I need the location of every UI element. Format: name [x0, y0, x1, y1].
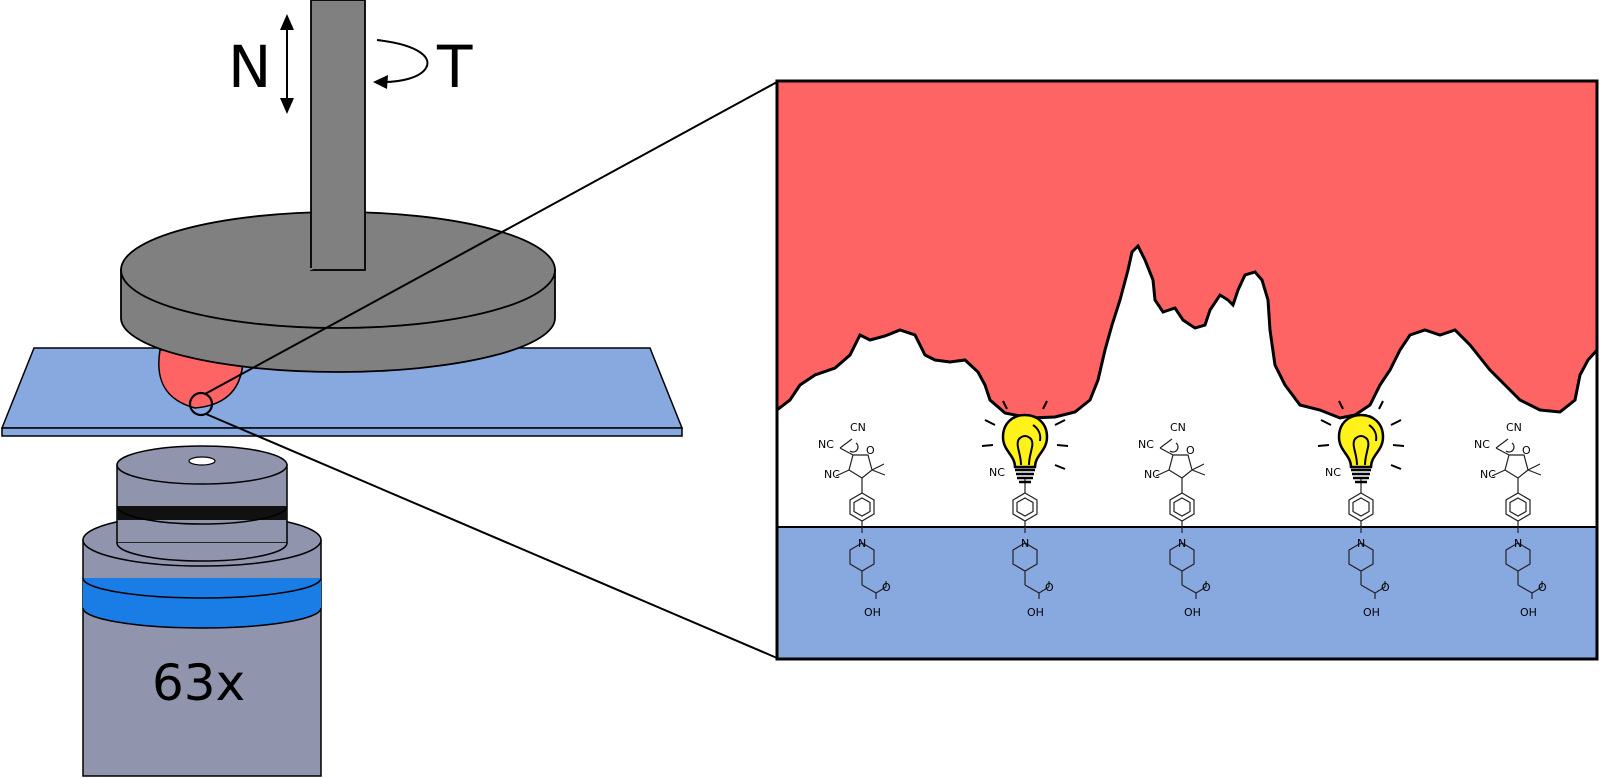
cyano-label: NC [1144, 468, 1160, 481]
cyano-label: NC [818, 438, 834, 451]
nitrogen-label: N [1178, 537, 1186, 550]
cyano-label-partial: NC [1325, 466, 1341, 479]
zoom-circle [188, 391, 214, 417]
rotation-arrow-icon [373, 39, 429, 89]
molecule-layer: NOOHONCCNNCNOOHNCNOOHONCCNNCNOOHNCNOOHON… [818, 399, 1547, 619]
oxygen-label: O [1381, 581, 1390, 594]
zoom-line-bottom [205, 413, 778, 659]
glass-slide-edge [1, 427, 683, 437]
objective-magnification: 63x [152, 654, 245, 712]
double-arrow-icon [280, 14, 294, 114]
cyano-label: NC [824, 468, 840, 481]
oxygen-label: O [1538, 581, 1547, 594]
cyano-label: CN [1506, 421, 1522, 434]
nitrogen-label: N [858, 537, 866, 550]
nitrogen-label: N [1021, 537, 1029, 550]
hydroxyl-label: OH [1363, 606, 1380, 619]
cyano-label: CN [850, 421, 866, 434]
hydroxyl-label: OH [1184, 606, 1201, 619]
zoom-line-top [204, 81, 778, 395]
oxygen-label: O [1045, 581, 1054, 594]
label-normal-force: N [228, 33, 271, 101]
glass-substrate [777, 527, 1597, 659]
oxygen-label: O [882, 581, 891, 594]
objective-lens [188, 456, 216, 466]
cyano-label: NC [1480, 468, 1496, 481]
nitrogen-label: N [1357, 537, 1365, 550]
cyano-label: NC [1474, 438, 1490, 451]
fluorescent-molecule: N OOH NC [1316, 399, 1406, 619]
label-torque: T [436, 33, 473, 101]
rubber-surface [775, 79, 1599, 420]
nitrogen-label: N [1514, 537, 1522, 550]
hydroxyl-label: OH [864, 606, 881, 619]
cyano-label: NC [1138, 438, 1154, 451]
oxygen-label: O [1202, 581, 1211, 594]
furan-oxygen-label: O [1186, 444, 1195, 457]
shaft [310, 0, 366, 271]
fluorescent-molecule: N OOH NC [980, 399, 1070, 619]
cyano-label: CN [1170, 421, 1186, 434]
furan-oxygen-label: O [866, 444, 875, 457]
furan-oxygen-label: O [1522, 444, 1531, 457]
hydroxyl-label: OH [1520, 606, 1537, 619]
setup-illustration: N T 63x [0, 0, 684, 777]
microscope-objective: 63x [82, 445, 322, 777]
panel-frame [775, 79, 1599, 661]
cyano-label-partial: NC [989, 466, 1005, 479]
hydroxyl-label: OH [1027, 606, 1044, 619]
contact-magnification-panel: NOOHONCCNNCNOOHNCNOOHONCCNNCNOOHNCNOOHON… [775, 79, 1599, 661]
